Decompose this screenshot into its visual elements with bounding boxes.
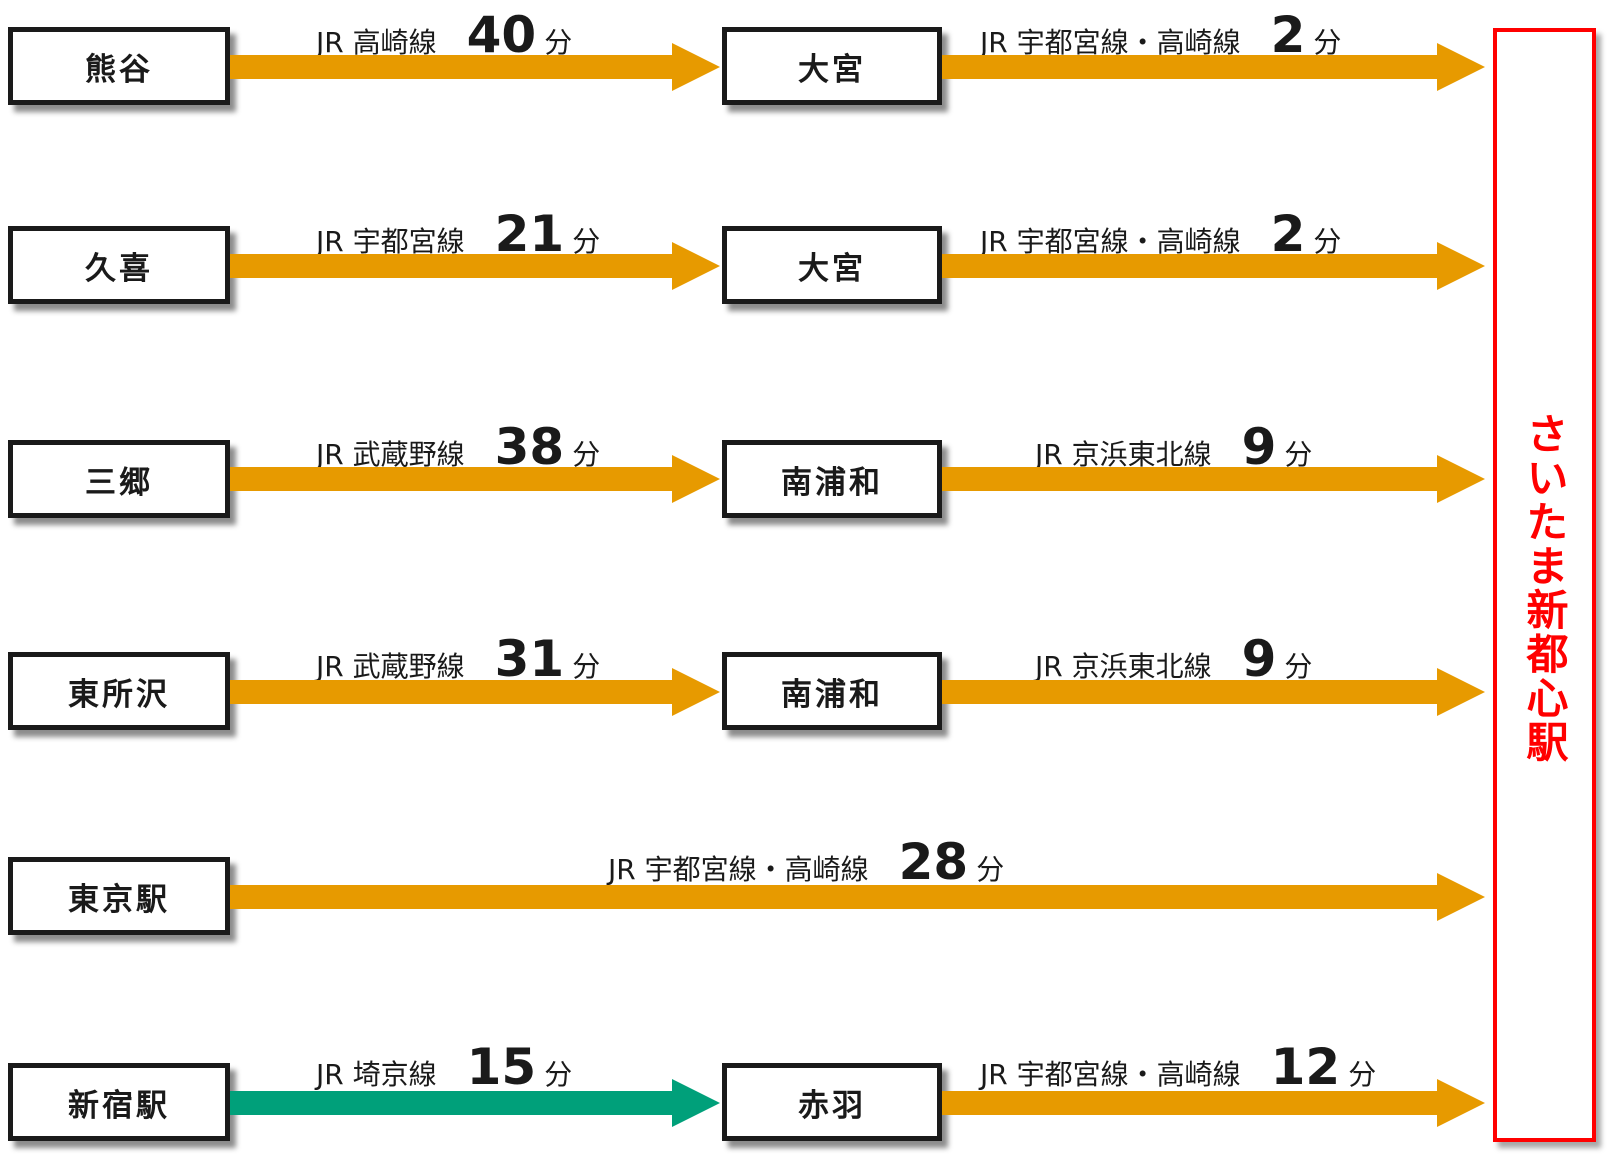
transfer-station-name: 南浦和 — [781, 464, 883, 501]
minutes-unit: 分 — [544, 26, 573, 59]
origin-station-box: 東京駅 — [8, 857, 230, 935]
line-name: JR 武蔵野線 — [316, 438, 465, 471]
route-arrow — [230, 455, 720, 503]
line-name: JR 宇都宮線・高崎線 — [980, 225, 1241, 258]
line-name: JR 武蔵野線 — [316, 650, 465, 683]
travel-minutes: 2 — [1270, 6, 1306, 64]
route-arrow — [230, 43, 720, 91]
minutes-unit: 分 — [1284, 438, 1313, 471]
line-name: JR 宇都宮線・高崎線 — [608, 853, 869, 886]
travel-minutes: 38 — [494, 418, 565, 476]
origin-station-name: 東所沢 — [68, 676, 170, 713]
destination-station-name: さいたま新都心駅 — [1520, 412, 1569, 764]
travel-minutes: 21 — [494, 205, 565, 263]
line-name: JR 高崎線 — [316, 26, 437, 59]
line-name: JR 京浜東北線 — [1035, 650, 1212, 683]
line-name: JR 宇都宮線・高崎線 — [980, 1058, 1241, 1091]
travel-minutes: 31 — [494, 630, 565, 688]
route-arrow — [942, 455, 1485, 503]
minutes-unit: 分 — [544, 1058, 573, 1091]
minutes-unit: 分 — [1313, 225, 1342, 258]
minutes-unit: 分 — [572, 438, 601, 471]
transfer-station-box: 大宮 — [722, 226, 942, 304]
origin-station-box: 熊谷 — [8, 27, 230, 105]
origin-station-name: 久喜 — [85, 250, 153, 287]
line-name: JR 宇都宮線・高崎線 — [980, 26, 1241, 59]
origin-station-name: 熊谷 — [85, 51, 153, 88]
route-arrow — [942, 242, 1485, 290]
origin-station-name: 三郷 — [85, 464, 153, 501]
travel-minutes: 9 — [1241, 630, 1277, 688]
transfer-station-name: 大宮 — [798, 51, 866, 88]
travel-minutes: 9 — [1241, 418, 1277, 476]
origin-station-name: 新宿駅 — [68, 1087, 170, 1124]
transfer-station-box: 大宮 — [722, 27, 942, 105]
minutes-unit: 分 — [1348, 1058, 1377, 1091]
route-arrow — [230, 668, 720, 716]
travel-minutes: 28 — [898, 833, 969, 891]
origin-station-box: 三郷 — [8, 440, 230, 518]
minutes-unit: 分 — [1313, 26, 1342, 59]
route-arrow — [942, 1079, 1485, 1127]
line-name: JR 埼京線 — [316, 1058, 437, 1091]
transfer-station-name: 赤羽 — [798, 1087, 866, 1124]
minutes-unit: 分 — [976, 853, 1005, 886]
route-arrow — [230, 242, 720, 290]
travel-minutes: 12 — [1270, 1038, 1341, 1096]
minutes-unit: 分 — [572, 225, 601, 258]
minutes-unit: 分 — [1284, 650, 1313, 683]
route-arrow — [230, 873, 1485, 921]
transfer-station-name: 南浦和 — [781, 676, 883, 713]
destination-station-box: さいたま新都心駅 — [1493, 28, 1596, 1142]
travel-minutes: 15 — [466, 1038, 537, 1096]
line-name: JR 宇都宮線 — [316, 225, 465, 258]
origin-station-box: 久喜 — [8, 226, 230, 304]
route-arrow — [230, 1079, 720, 1127]
transfer-station-box: 南浦和 — [722, 440, 942, 518]
transfer-station-box: 南浦和 — [722, 652, 942, 730]
transfer-station-box: 赤羽 — [722, 1063, 942, 1141]
route-arrow — [942, 43, 1485, 91]
line-name: JR 京浜東北線 — [1035, 438, 1212, 471]
minutes-unit: 分 — [572, 650, 601, 683]
transfer-station-name: 大宮 — [798, 250, 866, 287]
travel-minutes: 40 — [466, 6, 537, 64]
origin-station-name: 東京駅 — [68, 881, 170, 918]
origin-station-box: 東所沢 — [8, 652, 230, 730]
route-arrow — [942, 668, 1485, 716]
origin-station-box: 新宿駅 — [8, 1063, 230, 1141]
travel-minutes: 2 — [1270, 205, 1306, 263]
